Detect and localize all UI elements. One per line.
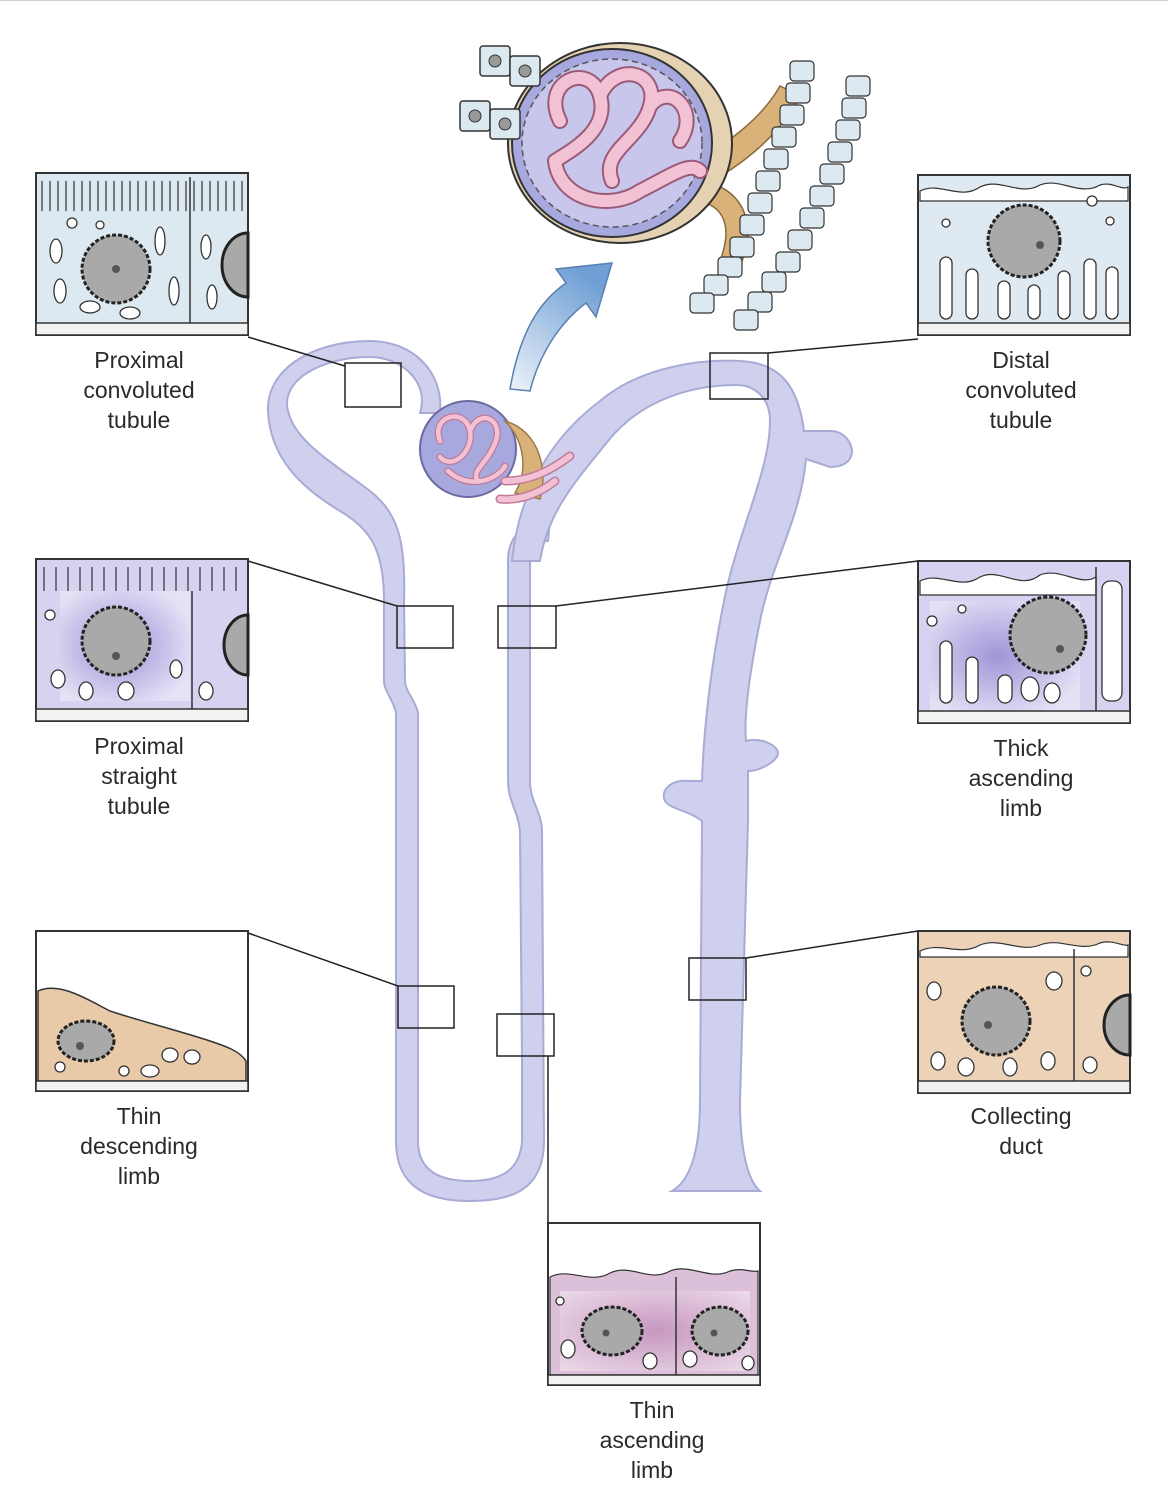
label-proximal-straight-tubule: Proximal straight tubule (24, 731, 254, 821)
label-line: Thick (993, 735, 1049, 761)
label-line: limb (117, 1163, 161, 1189)
panel-proximal-convoluted (35, 172, 250, 336)
label-line: Proximal (94, 347, 184, 373)
label-line: convoluted (83, 377, 195, 403)
label-line: limb (630, 1457, 674, 1483)
macula-densa-strand (689, 60, 871, 331)
label-line: tubule (107, 407, 171, 433)
panel-thin-descending (35, 930, 249, 1092)
label-line: straight (101, 763, 177, 789)
label-collecting-duct: Collecting duct (906, 1101, 1136, 1161)
label-line: duct (999, 1133, 1043, 1159)
label-line: descending (80, 1133, 198, 1159)
label-distal-convoluted-tubule: Distal convoluted tubule (906, 345, 1136, 435)
label-line: Proximal (94, 733, 184, 759)
label-line: Thin (116, 1103, 162, 1129)
label-line: Thin (629, 1397, 675, 1423)
label-line: Distal (992, 347, 1050, 373)
renal-corpuscle-small (419, 400, 575, 504)
renal-corpuscle-enlarged (459, 42, 871, 331)
label-line: ascending (599, 1427, 705, 1453)
label-line: limb (999, 795, 1043, 821)
magnification-arrow (509, 262, 614, 392)
panel-thick-ascending (917, 560, 1131, 724)
label-line: convoluted (965, 377, 1077, 403)
panel-distal-convoluted (917, 174, 1131, 336)
label-line: ascending (968, 765, 1074, 791)
label-line: Collecting (970, 1103, 1072, 1129)
proximal-tubule (266, 339, 552, 1203)
panel-thin-ascending (547, 1222, 761, 1386)
label-thick-ascending-limb: Thick ascending limb (906, 733, 1136, 823)
label-proximal-convoluted-tubule: Proximal convoluted tubule (24, 345, 254, 435)
panel-collecting-duct (917, 930, 1132, 1094)
nephron-tubule (266, 339, 854, 1203)
distal-tubule-collecting-duct (510, 359, 854, 1192)
label-thin-descending-limb: Thin descending limb (24, 1101, 254, 1191)
leader-lines (247, 336, 919, 1223)
label-line: tubule (107, 793, 171, 819)
panel-proximal-straight (35, 558, 250, 722)
label-line: tubule (989, 407, 1053, 433)
label-thin-ascending-limb: Thin ascending limb (537, 1395, 767, 1485)
